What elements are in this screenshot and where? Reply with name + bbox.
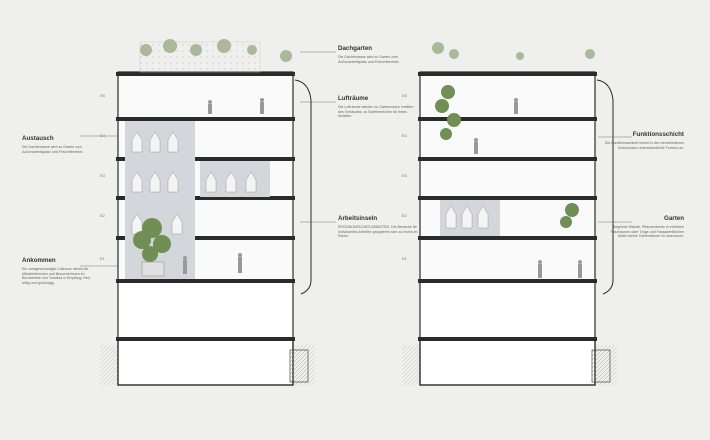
roof-plants-left <box>139 39 292 73</box>
annotation-austausch: Austausch Die Dachterrasse wird zu Garte… <box>22 135 92 154</box>
annotation-text: Ein zweigeschossiger Luftraum nimmt die … <box>22 267 91 285</box>
floor-label-e2: E2 <box>100 213 105 218</box>
annotation-text: Die Dachterrasse wird zu Garten zum Auße… <box>22 145 84 154</box>
floor-label-e2-right: E2 <box>402 213 407 218</box>
retaining-wall-right <box>591 349 611 383</box>
floor-label-e3-right: E3 <box>402 173 407 178</box>
annotation-text: Begrünte Wände, Pflanzenbeete in erhöhte… <box>610 225 684 239</box>
annotation-text: Die Dachterrasse wird zu Garten zum Auße… <box>338 55 400 64</box>
stair-right <box>596 79 614 295</box>
floor-label-e3: E3 <box>100 173 105 178</box>
ground-floor-left <box>117 281 294 341</box>
annotation-text: Die Funktionsschicht nimmt in den versch… <box>604 141 684 150</box>
annotation-luftraeume: Lufträume Die Lufträume werden zu Garten… <box>338 95 418 119</box>
section-right <box>402 42 617 386</box>
retaining-wall-left <box>289 349 309 383</box>
annotation-dachgarten: Dachgarten Die Dachterrasse wird zu Gart… <box>338 45 418 64</box>
tree-right <box>435 85 579 228</box>
annotation-title: Dachgarten <box>338 45 373 52</box>
upper-floors-right <box>419 71 596 283</box>
stair-left <box>294 79 312 295</box>
people-left <box>183 98 264 274</box>
annotation-ankommen: Ankommen Ein zweigeschossiger Luftraum n… <box>22 257 92 286</box>
roof-plants-right <box>432 42 595 60</box>
annotation-text: ERGONOMISCHES ARBEITEN. Die Bereiche für… <box>338 225 418 239</box>
floor-label-e4: E4 <box>100 133 105 138</box>
slabs-left <box>116 72 295 341</box>
floor-label-e5-right: E5 <box>402 93 407 98</box>
annotation-title: Austausch <box>22 135 54 142</box>
annotation-arbeitsinseln: Arbeitsinseln ERGONOMISCHES ARBEITEN. Di… <box>338 215 418 239</box>
slabs-right <box>418 72 597 341</box>
glass-bubbles-right <box>445 205 489 229</box>
annotation-title: Funktionsschicht <box>632 131 684 138</box>
glass-bubbles-left <box>131 131 257 235</box>
annotation-garten: Garten Begrünte Wände, Pflanzenbeete in … <box>604 215 684 239</box>
people-right <box>474 98 582 278</box>
section-left <box>100 39 315 386</box>
floor-label-e4-right: E4 <box>402 133 407 138</box>
floor-label-e1: E1 <box>100 256 105 261</box>
tree-left <box>133 218 171 277</box>
annotation-text: Die Lufträume werden zu Gartenzonen inmi… <box>338 105 414 119</box>
annotation-title: Arbeitsinseln <box>338 215 378 222</box>
ground-floor-right <box>419 281 596 341</box>
annotation-title: Ankommen <box>22 257 56 264</box>
annotation-funktionsschicht: Funktionsschicht Die Funktionsschicht ni… <box>604 131 684 150</box>
floor-label-e5: E5 <box>100 93 105 98</box>
annotation-title: Garten <box>664 215 684 222</box>
basement-right <box>419 339 596 386</box>
basement-left <box>117 339 294 386</box>
annotation-title: Lufträume <box>338 95 369 102</box>
floor-label-e1-right: E1 <box>402 256 407 261</box>
leader-lines <box>80 51 632 267</box>
